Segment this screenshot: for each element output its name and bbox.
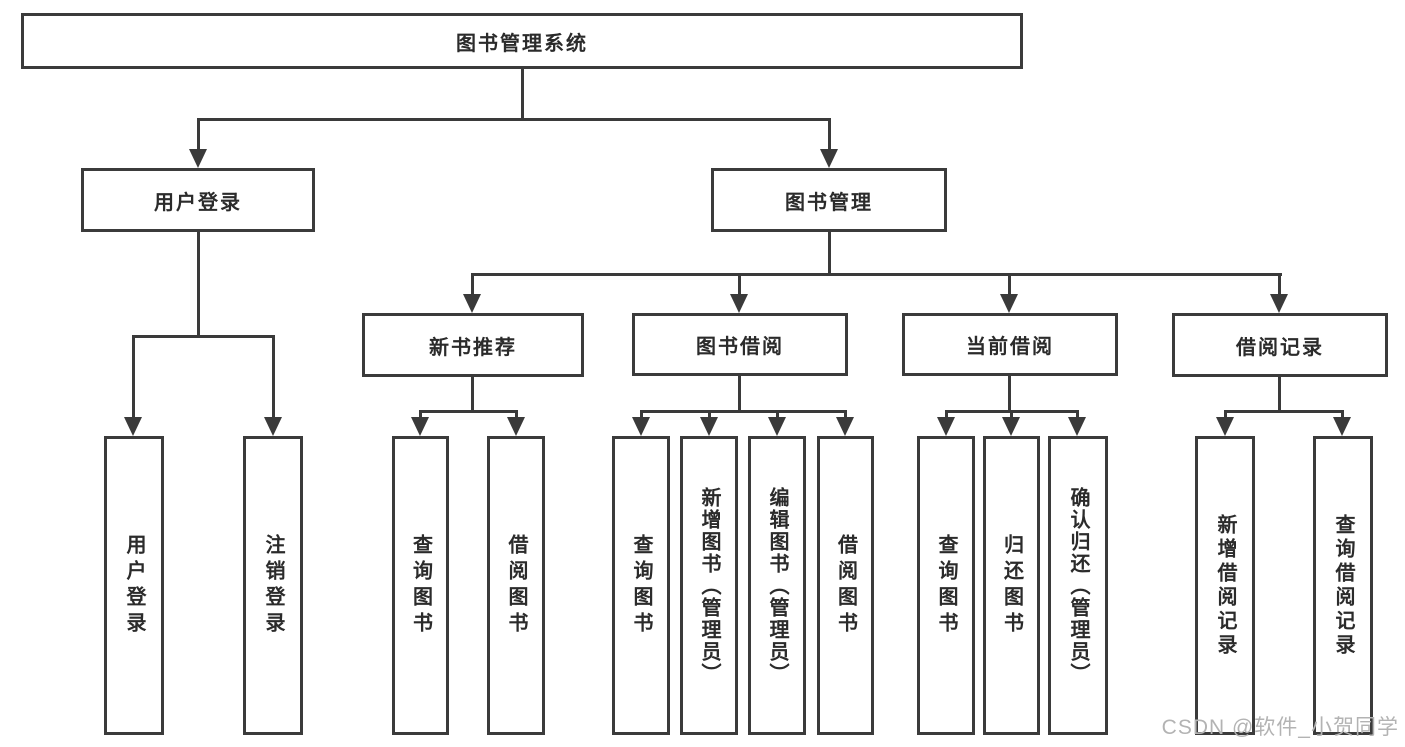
arrowhead-down-icon xyxy=(507,417,525,436)
connector-line xyxy=(197,118,831,121)
connector-line xyxy=(132,335,275,338)
leaf-confirm-return-admin-label: 确认归还（管理员） xyxy=(1067,486,1089,685)
node-user-login-label: 用户登录 xyxy=(154,191,242,214)
leaf-borrow-book-1: 借阅图书 xyxy=(487,436,545,735)
leaf-add-borrow-record: 新增借阅记录 xyxy=(1195,436,1255,735)
leaf-add-book-admin-label: 新增图书（管理员） xyxy=(698,486,720,685)
connector-line xyxy=(776,410,779,420)
arrowhead-down-icon xyxy=(768,417,786,436)
csdn-watermark: CSDN @软件_小贺同学 xyxy=(1161,716,1399,739)
leaf-borrow-book-2-label: 借阅图书 xyxy=(834,533,857,638)
node-root-label: 图书管理系统 xyxy=(456,32,588,55)
arrowhead-down-icon xyxy=(1002,417,1020,436)
connector-line xyxy=(1341,410,1344,420)
connector-line xyxy=(708,410,711,420)
connector-line xyxy=(471,377,474,410)
leaf-confirm-return-admin: 确认归还（管理员） xyxy=(1048,436,1108,735)
arrowhead-down-icon xyxy=(124,417,142,436)
connector-line xyxy=(471,273,1282,276)
node-book-management: 图书管理 xyxy=(711,168,947,232)
node-book-borrow-label: 图书借阅 xyxy=(696,336,784,358)
leaf-return-book-label: 归还图书 xyxy=(1000,533,1023,638)
connector-line xyxy=(1278,273,1281,297)
node-user-login: 用户登录 xyxy=(81,168,315,232)
arrowhead-down-icon xyxy=(937,417,955,436)
connector-line xyxy=(945,410,948,420)
node-new-book-recommend: 新书推荐 xyxy=(362,313,584,377)
arrowhead-down-icon xyxy=(700,417,718,436)
node-book-management-label: 图书管理 xyxy=(785,191,873,214)
connector-line xyxy=(521,69,524,118)
connector-line xyxy=(1076,410,1079,420)
connector-line xyxy=(1010,410,1013,420)
arrowhead-down-icon xyxy=(1333,417,1351,436)
connector-line xyxy=(471,273,474,297)
connector-line xyxy=(1008,273,1011,297)
connector-line xyxy=(738,376,741,410)
leaf-add-borrow-record-label: 新增借阅记录 xyxy=(1214,513,1236,658)
leaf-borrow-book-1-label: 借阅图书 xyxy=(505,533,527,638)
connector-line xyxy=(1278,377,1281,410)
leaf-user-login: 用户登录 xyxy=(104,436,164,735)
connector-line xyxy=(515,410,518,420)
arrowhead-down-icon xyxy=(1270,294,1288,313)
node-new-book-recommend-label: 新书推荐 xyxy=(429,336,517,359)
leaf-logout: 注销登录 xyxy=(243,436,303,735)
leaf-query-book-1-label: 查询图书 xyxy=(409,533,432,638)
leaf-return-book: 归还图书 xyxy=(983,436,1040,735)
leaf-query-book-2-label: 查询图书 xyxy=(630,533,652,638)
leaf-logout-label: 注销登录 xyxy=(262,533,284,638)
connector-line xyxy=(197,232,200,335)
connector-line xyxy=(419,410,422,420)
connector-line xyxy=(640,410,643,420)
arrowhead-down-icon xyxy=(1216,417,1234,436)
arrowhead-down-icon xyxy=(632,417,650,436)
connector-line xyxy=(1008,376,1011,410)
arrowhead-down-icon xyxy=(463,294,481,313)
leaf-borrow-book-2: 借阅图书 xyxy=(817,436,874,735)
arrowhead-down-icon xyxy=(1068,417,1086,436)
leaf-user-login-label: 用户登录 xyxy=(123,533,145,638)
node-borrow-record-label: 借阅记录 xyxy=(1236,336,1324,359)
connector-line xyxy=(197,118,200,150)
node-book-borrow: 图书借阅 xyxy=(632,313,848,376)
arrowhead-down-icon xyxy=(730,294,748,313)
connector-line xyxy=(640,410,846,413)
connector-line xyxy=(1224,410,1227,420)
arrowhead-down-icon xyxy=(189,149,207,168)
arrowhead-down-icon xyxy=(411,417,429,436)
node-current-borrow-label: 当前借阅 xyxy=(966,336,1054,358)
connector-line xyxy=(828,232,831,273)
connector-line xyxy=(419,410,518,413)
leaf-query-borrow-record: 查询借阅记录 xyxy=(1313,436,1373,735)
leaf-add-book-admin: 新增图书（管理员） xyxy=(680,436,738,735)
node-current-borrow: 当前借阅 xyxy=(902,313,1118,376)
connector-line xyxy=(738,273,741,297)
arrowhead-down-icon xyxy=(820,149,838,168)
leaf-query-book-3-label: 查询图书 xyxy=(935,533,957,638)
leaf-query-book-1: 查询图书 xyxy=(392,436,449,735)
arrowhead-down-icon xyxy=(264,417,282,436)
connector-line xyxy=(1224,410,1344,413)
arrowhead-down-icon xyxy=(1000,294,1018,313)
connector-line xyxy=(272,335,275,419)
arrowhead-down-icon xyxy=(836,417,854,436)
connector-line xyxy=(828,118,831,150)
leaf-edit-book-admin: 编辑图书（管理员） xyxy=(748,436,806,735)
connector-line xyxy=(132,335,135,419)
leaf-query-book-2: 查询图书 xyxy=(612,436,670,735)
leaf-edit-book-admin-label: 编辑图书（管理员） xyxy=(766,486,788,685)
node-borrow-record: 借阅记录 xyxy=(1172,313,1388,377)
leaf-query-book-3: 查询图书 xyxy=(917,436,975,735)
leaf-query-borrow-record-label: 查询借阅记录 xyxy=(1332,513,1354,658)
connector-line xyxy=(844,410,847,420)
node-root: 图书管理系统 xyxy=(21,13,1023,69)
